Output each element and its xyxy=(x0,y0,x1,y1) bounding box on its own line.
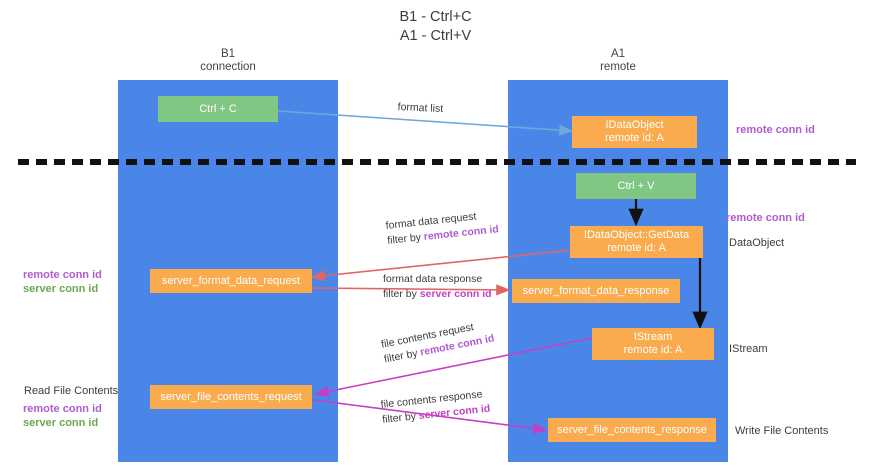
node-server-format-data-response-line1: server_format_data_response xyxy=(522,284,670,297)
page-title: B1 - Ctrl+C A1 - Ctrl+V xyxy=(0,8,871,46)
edge-label-file-contents-request: file contents request filter by remote c… xyxy=(380,317,496,368)
node-idataobject-line2: remote id: A xyxy=(605,132,664,144)
node-server-file-contents-response[interactable]: server_file_contents_response xyxy=(548,418,716,442)
node-server-file-contents-response-line1: server_file_contents_response xyxy=(557,423,707,436)
side-label-left-mid: remote conn id server conn id xyxy=(23,268,102,296)
edge-label-format-list-top: format list xyxy=(397,100,444,116)
node-ctrl-c[interactable]: Ctrl + C xyxy=(158,96,278,122)
side-label-left-bottom: remote conn id server conn id xyxy=(23,402,102,430)
node-istream-line1: IStream xyxy=(633,331,673,343)
column-header-b1-subtitle: connection xyxy=(200,61,256,73)
node-istream[interactable]: IStream remote id: A xyxy=(592,328,714,360)
page-title-line1: B1 - Ctrl+C xyxy=(399,9,472,25)
side-label-left-mid-remote: remote conn id xyxy=(23,269,102,281)
node-ctrl-v-line1: Ctrl + V xyxy=(617,179,655,192)
column-header-a1: A1 remote xyxy=(508,48,728,74)
edge-label-format-data-response-key: server conn id xyxy=(419,288,492,300)
side-label-left-mid-server: server conn id xyxy=(23,283,99,295)
node-ctrl-v[interactable]: Ctrl + V xyxy=(576,173,696,199)
node-getdata-line1: IDataObject::GetData xyxy=(583,229,690,241)
side-label-left-bottom-remote: remote conn id xyxy=(23,403,102,415)
column-header-a1-title: A1 xyxy=(610,48,626,60)
side-label-right-istream-text: IStream xyxy=(729,343,768,355)
side-label-left-read-file-contents: Read File Contents xyxy=(24,384,118,398)
side-label-right-istream: IStream xyxy=(729,342,768,356)
column-header-b1-title: B1 xyxy=(220,48,236,60)
side-label-right-top-text: remote conn id xyxy=(736,124,815,136)
column-header-a1-subtitle: remote xyxy=(600,61,636,73)
node-ctrl-c-line1: Ctrl + C xyxy=(199,102,237,115)
page-title-line2: A1 - Ctrl+V xyxy=(399,28,472,44)
edge-label-format-data-request: format data request filter by remote con… xyxy=(385,207,500,249)
node-server-file-contents-request[interactable]: server_file_contents_request xyxy=(150,385,312,409)
side-label-right-dataobject-text: DataObject xyxy=(729,237,785,249)
side-label-left-read-file-contents-text: Read File Contents xyxy=(24,385,119,397)
edge-label-file-contents-response: file contents response filter by server … xyxy=(380,387,491,428)
side-label-right-dataobject: DataObject xyxy=(729,236,784,250)
edge-label-format-data-response-bottom: filter by server conn id xyxy=(383,288,492,300)
node-idataobject-line1: IDataObject xyxy=(605,119,664,131)
node-getdata[interactable]: IDataObject::GetData remote id: A xyxy=(570,226,703,258)
side-label-right-top: remote conn id xyxy=(736,123,815,137)
node-istream-line2: remote id: A xyxy=(623,344,683,356)
edge-label-format-list: format list xyxy=(397,100,443,117)
node-server-format-data-response[interactable]: server_format_data_response xyxy=(512,279,680,303)
side-label-right-write-file-contents: Write File Contents xyxy=(735,424,828,438)
edge-label-format-data-response: format data response filter by server co… xyxy=(383,272,492,302)
node-getdata-line2: remote id: A xyxy=(607,242,666,254)
side-label-right-mid-text: remote conn id xyxy=(726,212,805,224)
side-label-left-bottom-server: server conn id xyxy=(23,417,99,429)
column-header-b1: B1 connection xyxy=(118,48,338,74)
node-server-file-contents-request-line1: server_file_contents_request xyxy=(160,390,302,403)
node-server-format-data-request-line1: server_format_data_request xyxy=(161,274,301,287)
node-server-format-data-request[interactable]: server_format_data_request xyxy=(150,269,312,293)
edge-label-format-data-response-top: format data response xyxy=(383,273,483,285)
side-label-right-mid: remote conn id xyxy=(726,211,805,225)
node-idataobject[interactable]: IDataObject remote id: A xyxy=(572,116,697,148)
side-label-right-write-file-contents-text: Write File Contents xyxy=(735,425,829,437)
